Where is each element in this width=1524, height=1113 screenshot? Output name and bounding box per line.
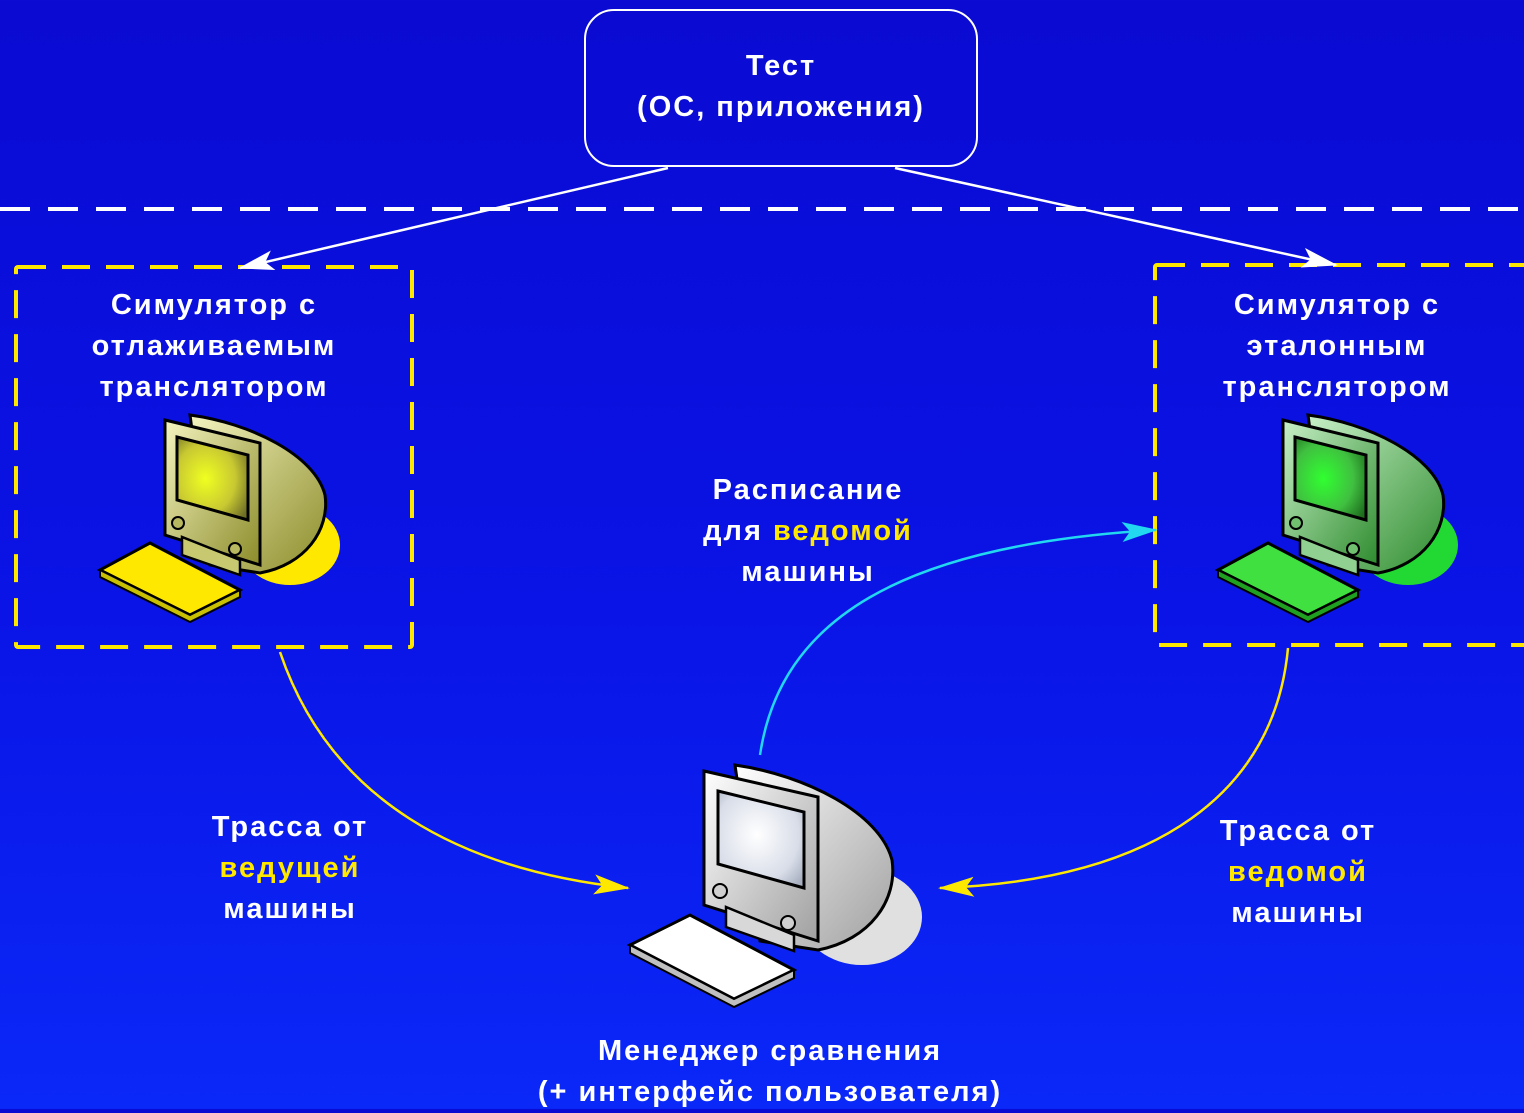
left-simulator-frame — [14, 265, 414, 649]
schedule-line2-prefix: для — [703, 515, 763, 547]
right-trace-line1: Трасса от — [1219, 815, 1377, 847]
computer-green-icon — [1214, 413, 1458, 624]
schedule-line2: для ведомой — [640, 511, 976, 552]
left-simulator-label: Симулятор с отлаживаемым транслятором — [16, 285, 412, 408]
test-node-label: Тест (ОС, приложения) — [584, 46, 978, 128]
right-simulator-label: Симулятор с эталонным транслятором — [1155, 285, 1519, 408]
computer-yellow-icon — [96, 413, 340, 624]
schedule-label: Расписание для ведомой машины — [640, 470, 976, 593]
manager-line2: (+ интерфейс пользователя) — [537, 1076, 1003, 1108]
right-simulator-line2: эталонным — [1246, 330, 1428, 362]
left-trace-line1: Трасса от — [211, 811, 369, 843]
left-trace-label: Трасса от ведущей машины — [170, 807, 410, 930]
left-simulator-line1: Симулятор с — [110, 289, 318, 321]
right-trace-line3: машины — [1231, 897, 1365, 929]
test-node-subtitle: (ОС, приложения) — [637, 91, 925, 123]
right-trace-arrow — [938, 647, 1290, 897]
left-simulator-line2: отлаживаемым — [91, 330, 337, 362]
schedule-line2-highlight: ведомой — [772, 515, 913, 547]
schedule-line1: Расписание — [712, 474, 904, 506]
schedule-line3: машины — [741, 556, 875, 588]
left-trace-arrow — [278, 651, 630, 895]
test-to-left-arrow — [238, 166, 669, 271]
test-to-right-arrow — [894, 166, 1338, 268]
computer-white-icon — [626, 763, 922, 1009]
manager-label: Менеджер сравнения (+ интерфейс пользова… — [420, 1031, 1120, 1113]
right-trace-line2: ведомой — [1228, 856, 1368, 888]
manager-line1: Менеджер сравнения — [597, 1035, 943, 1067]
left-trace-line2: ведущей — [219, 852, 361, 884]
left-trace-line3: машины — [223, 893, 357, 925]
test-node-title: Тест — [745, 50, 817, 82]
right-simulator-line1: Симулятор с — [1233, 289, 1441, 321]
left-simulator-line3: транслятором — [99, 371, 329, 403]
test-node-box — [584, 9, 978, 167]
schedule-arrow — [758, 522, 1158, 756]
right-trace-label: Трасса от ведомой машины — [1178, 811, 1418, 934]
right-simulator-frame — [1153, 263, 1524, 647]
right-simulator-line3: транслятором — [1222, 371, 1452, 403]
